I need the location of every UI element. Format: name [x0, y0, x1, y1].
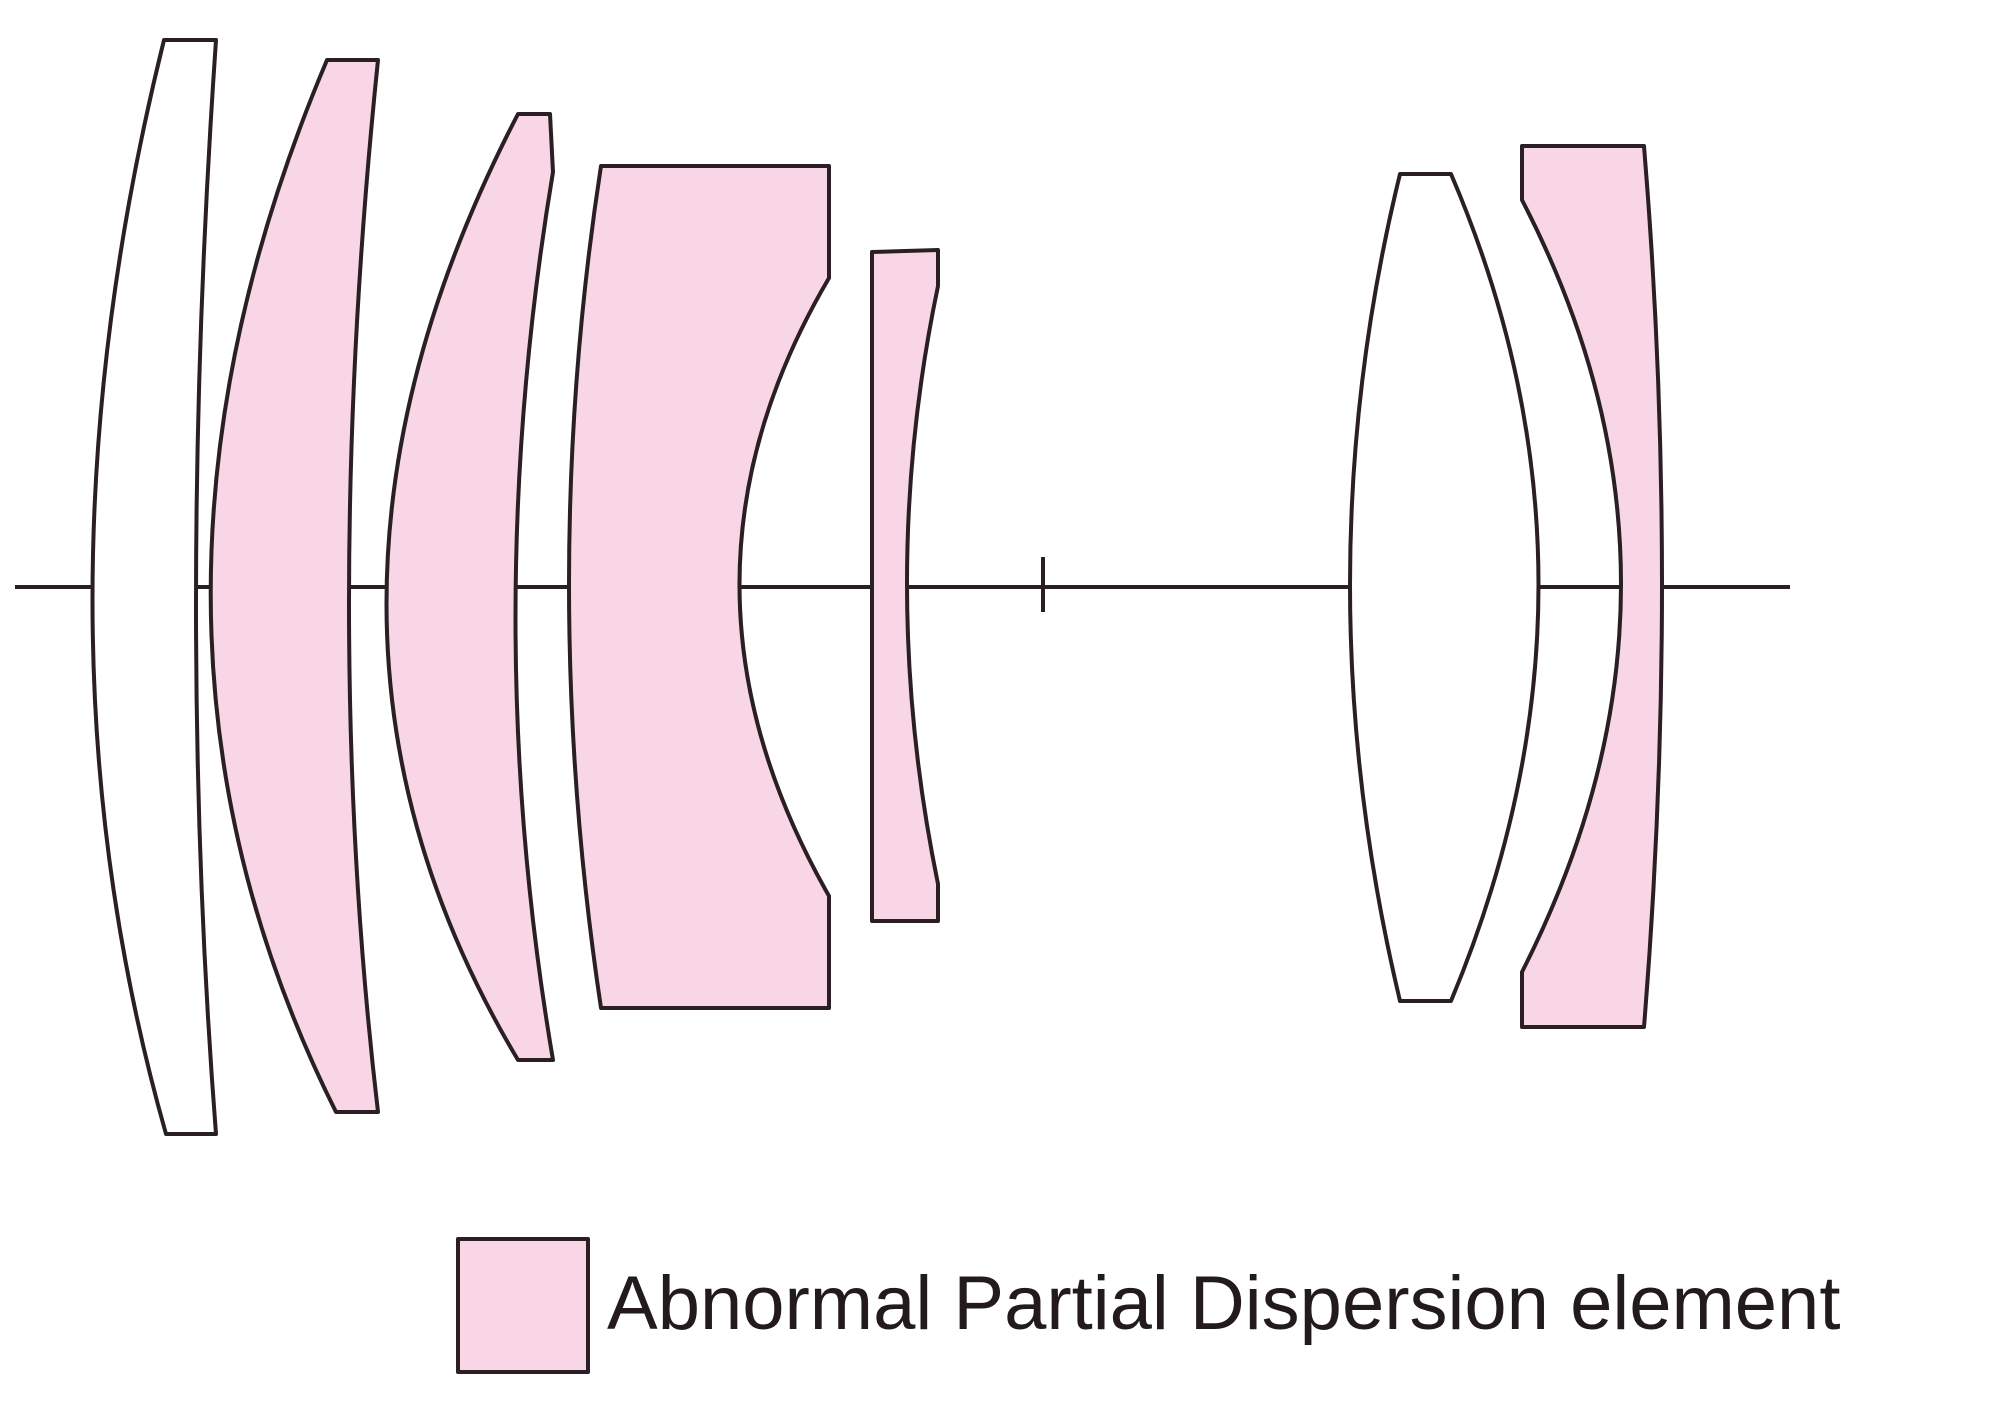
lens-element-1 — [90, 38, 218, 1136]
legend-label: Abnormal Partial Dispersion element — [607, 1261, 1840, 1346]
legend-swatch-apd — [456, 1237, 590, 1374]
lens-element-4 — [567, 164, 831, 1010]
lens-element-7 — [1520, 144, 1664, 1029]
lens-element-6 — [1348, 172, 1541, 1003]
lens-element-2 — [208, 58, 380, 1114]
lens-element-5 — [870, 248, 940, 923]
legend: Abnormal Partial Dispersion element — [456, 1237, 1840, 1374]
lens-element-3 — [384, 112, 555, 1062]
